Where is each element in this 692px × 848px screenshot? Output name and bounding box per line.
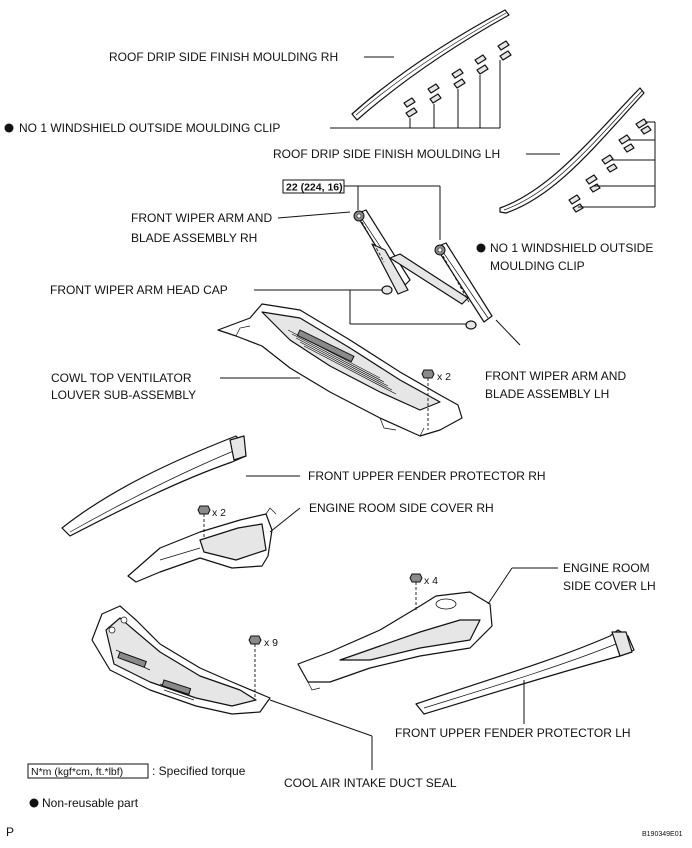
cowl-top-louver (217, 303, 463, 437)
fender-rh-label: FRONT UPPER FENDER PROTECTOR RH (308, 469, 546, 483)
clip-lh-label-1: NO 1 WINDSHIELD OUTSIDE (490, 241, 653, 255)
page-letter: P (6, 825, 14, 839)
clip-rh-leaders (330, 60, 501, 129)
cover-rh-leader (269, 507, 301, 533)
wiper-lh-leader (495, 319, 521, 346)
moulding-clips-lh (568, 118, 652, 213)
roof-drip-moulding-lh (499, 87, 645, 214)
wiper-arm-lh (389, 242, 493, 323)
duct-bolt-qty: x 9 (264, 637, 278, 649)
engine-cover-lh (297, 591, 493, 691)
clip-lh-label-2: MOULDING CLIP (490, 259, 585, 273)
non-reusable-icon (4, 123, 14, 133)
torque-leaders (344, 185, 441, 240)
roof-drip-moulding-rh (351, 9, 510, 121)
head-caps (381, 285, 477, 330)
duct-bolt-icon (248, 635, 262, 700)
wiper-arm-rh (353, 209, 411, 295)
roof-drip-rh-label: ROOF DRIP SIDE FINISH MOULDING RH (109, 50, 338, 64)
engine-cover-lh-label-2: SIDE COVER LH (563, 579, 656, 593)
clip-rh-label: NO 1 WINDSHIELD OUTSIDE MOULDING CLIP (19, 121, 280, 135)
torque-value: 22 (224, 16) (286, 182, 343, 194)
legend-torque-box (27, 763, 149, 779)
cover-lh-bolt-icon (409, 573, 423, 612)
wiper-lh-label-1: FRONT WIPER ARM AND (485, 369, 626, 383)
head-cap-label: FRONT WIPER ARM HEAD CAP (50, 283, 228, 297)
cover-lh-bolt-qty: x 4 (424, 575, 438, 587)
cover-lh-leader (487, 567, 513, 605)
moulding-clips-rh (403, 40, 512, 118)
fender-protector-lh (415, 629, 635, 715)
roof-drip-lh-label: ROOF DRIP SIDE FINISH MOULDING LH (273, 147, 500, 161)
wiper-dashed-lines (361, 221, 471, 305)
non-reusable-icon-lh (476, 243, 486, 253)
cover-rh-bolt-icon (197, 505, 211, 538)
wiper-rh-label-2: BLADE ASSEMBLY RH (131, 231, 257, 245)
engine-cover-rh (127, 507, 277, 583)
cowl-label-1: COWL TOP VENTILATOR (51, 371, 192, 385)
duct-seal (91, 605, 271, 715)
duct-seal-label: COOL AIR INTAKE DUCT SEAL (284, 776, 457, 790)
wiper-rh-leader (277, 211, 351, 219)
cover-rh-bolt-qty: x 2 (212, 507, 226, 519)
wiper-lh-label-2: BLADE ASSEMBLY LH (485, 387, 609, 401)
engine-cover-rh-label: ENGINE ROOM SIDE COVER RH (309, 501, 494, 515)
legend-torque-units: N*m (kgf*cm, ft.*lbf) (31, 766, 123, 778)
fender-protector-rh (61, 435, 247, 537)
head-cap-leaders (254, 289, 466, 325)
wiper-rh-label-1: FRONT WIPER ARM AND (131, 211, 272, 225)
legend-non-reusable: Non-reusable part (42, 796, 139, 810)
cowl-bolt-qty: x 2 (437, 371, 451, 383)
clip-lh-leaders (578, 121, 656, 208)
legend-non-reusable-icon (29, 798, 39, 808)
cowl-label-2: LOUVER SUB-ASSEMBLY (51, 388, 196, 402)
figure-id: B190349E01 (642, 831, 683, 838)
fender-lh-label: FRONT UPPER FENDER PROTECTOR LH (395, 726, 631, 740)
cowl-bolt-icon (421, 369, 435, 430)
duct-seal-leader (269, 699, 373, 737)
engine-cover-lh-label-1: ENGINE ROOM (563, 561, 650, 575)
legend-torque-desc: : Specified torque (152, 764, 246, 778)
